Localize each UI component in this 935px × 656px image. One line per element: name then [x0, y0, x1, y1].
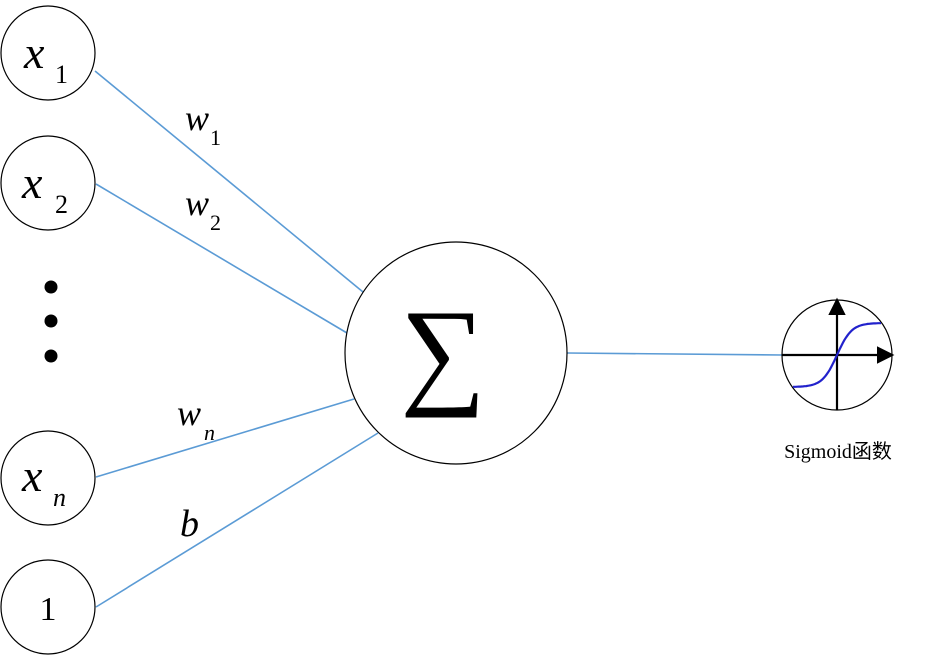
- bias-weight-label: b: [180, 503, 199, 545]
- input-subscript: n: [53, 483, 66, 512]
- summation-node: ∑: [344, 241, 568, 465]
- weight-subscript: 2: [210, 210, 221, 235]
- weight-subscript: 1: [210, 125, 221, 150]
- ellipsis-dots: [44, 280, 58, 363]
- input-symbol: x: [23, 27, 45, 78]
- weight-symbol: w: [185, 98, 209, 138]
- bias-node: 1: [0, 559, 96, 655]
- edge-sum-activation: [566, 352, 783, 356]
- input-subscript: 1: [55, 60, 68, 89]
- edge-bias-sum: [95, 432, 379, 608]
- input-node-x2: x 2: [0, 135, 96, 231]
- weight-label-wn: w n: [177, 393, 215, 445]
- input-node-xn: x n: [0, 430, 96, 526]
- bias-symbol: 1: [40, 591, 57, 628]
- activation-label: Sigmoid函数: [784, 440, 892, 463]
- weight-subscript: n: [204, 420, 215, 445]
- edge-xn-sum: [95, 398, 355, 478]
- edge-x1-sum: [94, 70, 364, 293]
- sigmoid-activation-node: [781, 297, 895, 411]
- input-subscript: 2: [55, 190, 68, 219]
- bias-weight-symbol: b: [180, 503, 199, 545]
- input-symbol: x: [21, 157, 43, 208]
- weight-symbol: w: [185, 183, 209, 223]
- input-node-x1: x 1: [0, 5, 96, 101]
- sigma-symbol: ∑: [400, 285, 486, 418]
- weight-label-w2: w 2: [185, 183, 221, 235]
- edge-x2-sum: [95, 183, 348, 334]
- weight-symbol: w: [177, 393, 201, 433]
- weight-label-w1: w 1: [185, 98, 221, 150]
- sigmoid-curve: [793, 322, 881, 388]
- input-symbol: x: [21, 450, 43, 501]
